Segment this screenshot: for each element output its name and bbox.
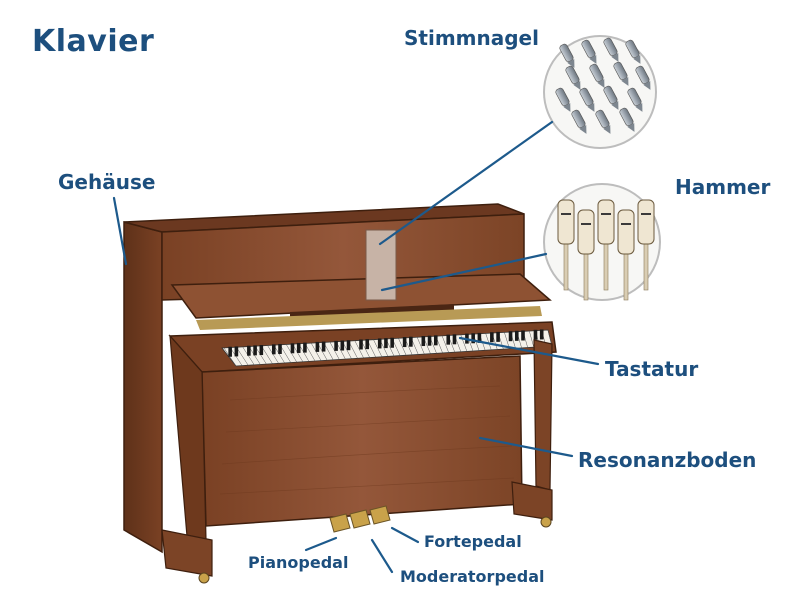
label-moderatorpedal: Moderatorpedal — [400, 567, 545, 586]
piano-caster-left — [198, 572, 210, 584]
diagram-title: Klavier — [32, 24, 155, 59]
label-gehaeuse: Gehäuse — [58, 170, 156, 194]
tuning-pin — [603, 85, 619, 110]
black-key — [533, 329, 538, 340]
black-key — [433, 335, 438, 346]
piano-fallboard — [170, 273, 552, 319]
tuning-pin — [581, 39, 597, 64]
piano — [123, 203, 557, 584]
black-key — [365, 339, 370, 350]
pedal-right — [369, 505, 391, 525]
inset-tuning-pins — [543, 35, 657, 149]
black-key — [496, 331, 500, 342]
black-key — [477, 332, 482, 343]
black-key — [452, 334, 457, 345]
pedal-left — [329, 513, 351, 533]
tuning-pin — [555, 87, 571, 112]
black-key — [334, 340, 338, 351]
piano-inner-window — [365, 229, 397, 301]
black-key — [471, 333, 475, 344]
piano-side-panel — [123, 221, 163, 554]
wood-grain — [219, 385, 515, 495]
piano-right-leg — [533, 339, 553, 491]
leader-resonanzboden — [478, 436, 574, 458]
black-key — [228, 346, 232, 357]
black-key — [315, 341, 320, 352]
black-key — [446, 334, 451, 345]
black-key — [234, 346, 239, 357]
tuning-pin — [625, 39, 641, 64]
black-key — [514, 330, 519, 341]
tuning-pin — [565, 65, 581, 90]
leader-fortepedal — [390, 526, 420, 544]
hammer — [617, 209, 635, 301]
black-key — [539, 329, 544, 340]
black-key — [384, 338, 388, 349]
leader-moderatorpedal — [370, 538, 394, 574]
leader-lines — [112, 120, 600, 574]
tuning-pin — [613, 61, 629, 86]
black-key — [259, 345, 264, 356]
black-key — [490, 332, 494, 343]
hammer — [597, 199, 615, 291]
hammer — [557, 199, 575, 291]
black-key — [377, 338, 382, 349]
black-key — [290, 343, 295, 354]
leader-tastatur — [458, 336, 600, 366]
label-tastatur: Tastatur — [605, 357, 699, 381]
pedal-middle — [349, 509, 371, 529]
black-key — [521, 330, 525, 341]
piano-lower-body — [201, 355, 523, 527]
label-hammer: Hammer — [675, 175, 771, 199]
inset-hammers — [543, 183, 661, 301]
label-resonanzboden: Resonanzboden — [578, 448, 757, 472]
black-key — [247, 345, 251, 356]
black-key — [340, 340, 345, 351]
black-key — [508, 331, 513, 342]
leader-hammer — [380, 252, 548, 292]
tuning-pin — [579, 87, 595, 112]
hammer — [637, 199, 655, 291]
black-key — [359, 339, 363, 350]
piano-left-foot — [161, 529, 213, 577]
hammer — [577, 209, 595, 301]
tuning-pin — [559, 43, 575, 68]
piano-brass-strip — [196, 306, 542, 330]
tuning-pin — [571, 109, 587, 134]
leader-stimmnagel — [378, 120, 554, 246]
black-key — [321, 341, 326, 352]
black-key — [402, 337, 407, 348]
piano-pedals — [329, 505, 391, 533]
tuning-pin — [603, 37, 619, 62]
black-key — [427, 335, 432, 346]
tuning-pin — [635, 65, 651, 90]
piano-right-foot — [511, 481, 553, 521]
black-key — [253, 345, 257, 356]
black-key — [278, 343, 282, 354]
black-key — [296, 342, 301, 353]
black-key — [421, 336, 426, 347]
label-pianopedal: Pianopedal — [248, 553, 349, 572]
label-stimmnagel: Stimmnagel — [404, 26, 539, 50]
leader-gehaeuse — [112, 196, 128, 266]
black-key — [346, 340, 351, 351]
black-key — [271, 344, 276, 355]
black-key — [409, 336, 413, 347]
black-key — [303, 342, 307, 353]
piano-caster-right — [540, 516, 552, 528]
black-key — [390, 337, 394, 348]
tuning-pin — [595, 109, 611, 134]
leader-pianopedal — [304, 536, 338, 552]
tuning-pin — [619, 107, 635, 132]
tuning-pin — [589, 63, 605, 88]
tuning-pin — [627, 87, 643, 112]
label-fortepedal: Fortepedal — [424, 532, 522, 551]
